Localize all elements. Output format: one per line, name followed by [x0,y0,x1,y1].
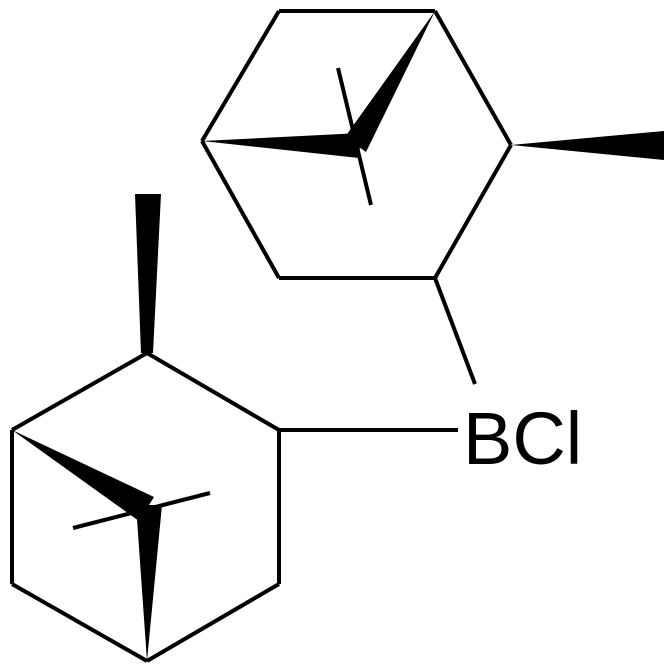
lower-pinanyl-group [10,194,458,663]
wedge-bond [135,194,161,353]
bond [11,582,148,663]
bond [11,351,148,432]
wedge-bond [136,505,162,661]
boron-chlorine-label: BCl [463,397,582,480]
wedge-bond [202,133,361,158]
bond [433,144,513,279]
bond [200,140,281,279]
bond [200,9,281,143]
wedge-bond [345,11,435,152]
upper-pinanyl-group [200,9,664,385]
bond [145,582,281,663]
bond [433,10,513,146]
wedge-bond [12,430,154,521]
wedge-bond [511,131,664,160]
bond [433,277,477,385]
bond [145,351,281,432]
